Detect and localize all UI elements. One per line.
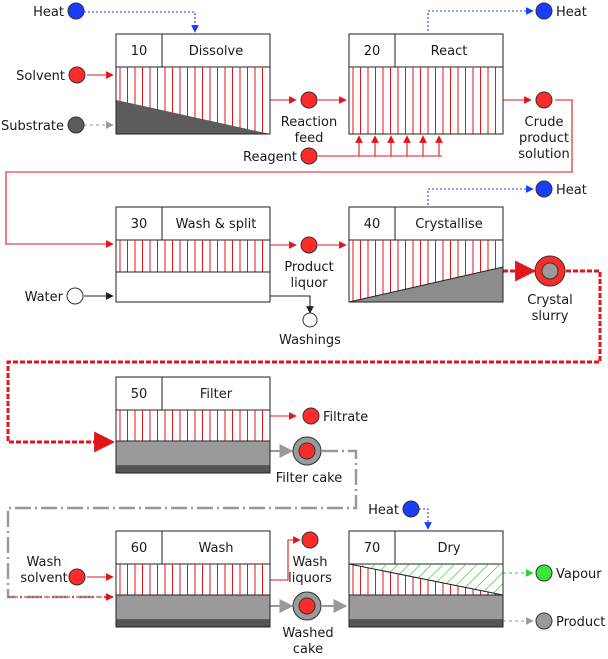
solvent-node <box>68 66 86 84</box>
washings-line <box>270 295 314 314</box>
heat-20-line <box>427 7 534 31</box>
step-name: Wash <box>198 541 233 556</box>
filter-medium <box>116 466 270 473</box>
cake-layer <box>115 594 271 621</box>
heat-40-label: Heat <box>556 183 587 198</box>
step-name: Wash & split <box>176 217 257 232</box>
step-number: 70 <box>364 541 381 556</box>
filter-cake-node <box>292 436 322 466</box>
washings-node <box>302 312 318 328</box>
step-number: 50 <box>131 387 148 402</box>
water-node <box>66 287 84 305</box>
product-liquor-node <box>300 236 318 254</box>
filtrate-label: Filtrate <box>323 410 368 425</box>
step-number: 30 <box>131 217 148 232</box>
liquid-hatch <box>352 67 496 134</box>
step-number: 40 <box>364 217 381 232</box>
unit-step-10: 10 Dissolve <box>115 33 271 135</box>
cake-layer <box>348 594 504 621</box>
liquid-hatch <box>119 564 263 595</box>
unit-step-40: 40 Crystallise <box>348 206 504 303</box>
unit-step-50: 50 Filter <box>115 376 271 474</box>
step-name: Dissolve <box>189 44 243 59</box>
reagent-label: Reagent <box>243 150 297 165</box>
heat-70-label: Heat <box>368 503 399 518</box>
heat-10-line <box>84 11 199 33</box>
crystal-slurry-line <box>6 269 602 453</box>
step-number: 60 <box>131 541 148 556</box>
liquid-hatch <box>119 240 263 272</box>
stream-lines <box>5 7 602 625</box>
product-label: Product <box>556 615 605 630</box>
washings-label: Washings <box>279 333 341 348</box>
reagent-node <box>300 147 318 165</box>
solid-wedge <box>116 100 270 134</box>
dryer-base <box>349 620 503 627</box>
substrate-label: Substrate <box>1 119 64 134</box>
heat-10-node <box>67 2 85 20</box>
heat-40-node <box>535 180 553 198</box>
heat-70-node <box>402 500 420 518</box>
wash-liquors-node <box>301 531 319 549</box>
washed-cake-node <box>292 591 322 621</box>
crude-recycle-line <box>5 99 573 248</box>
step-number: 10 <box>131 44 148 59</box>
wash-liquors-line <box>270 536 301 581</box>
step-name: Crystallise <box>415 217 483 232</box>
product-node <box>535 612 553 630</box>
water-label: Water <box>25 290 64 305</box>
crystal-slurry-node <box>534 255 566 287</box>
step-name: Dry <box>437 541 460 556</box>
crude-product-node <box>535 91 553 109</box>
step-name: React <box>431 44 468 59</box>
filter-cake-transfer-line <box>6 449 358 599</box>
heat-40-line <box>427 185 534 205</box>
unit-step-60: 60 Wash <box>115 530 271 628</box>
wash-solvent-node <box>68 568 86 586</box>
unit-step-30: 30 Wash & split <box>115 206 271 303</box>
heat-20-node <box>535 2 553 20</box>
heat-10-label: Heat <box>33 5 64 20</box>
stream-nodes <box>66 2 566 630</box>
liquid-hatch <box>352 564 496 595</box>
unit-operations: 10 Dissolve 20 React 30 Wash & split 40 Crystal… <box>115 33 504 628</box>
reaction-feed-node <box>300 91 318 109</box>
filter-cake-label: Filter cake <box>276 471 343 486</box>
step-name: Filter <box>200 387 233 402</box>
solvent-label: Solvent <box>16 69 65 84</box>
heat-70-line <box>419 508 432 530</box>
substrate-node <box>67 116 85 134</box>
vapour-node <box>535 564 553 582</box>
filtrate-node <box>302 407 320 425</box>
vapour-label: Vapour <box>556 567 602 582</box>
heat-20-label: Heat <box>556 5 587 20</box>
unit-step-70: 70 Dry <box>348 530 504 628</box>
filter-medium <box>116 620 270 627</box>
unit-step-20: 20 React <box>348 33 504 135</box>
cake-layer <box>115 440 271 467</box>
liquid-hatch <box>119 410 263 441</box>
step-number: 20 <box>364 44 381 59</box>
